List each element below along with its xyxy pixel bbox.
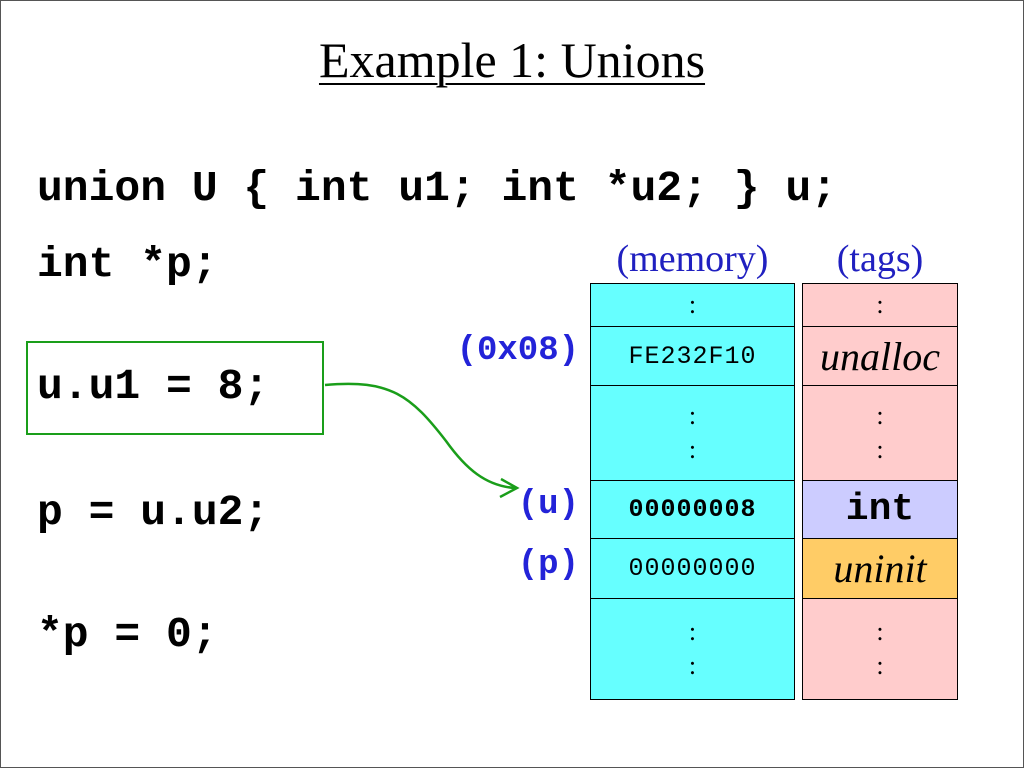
tag-cell-0x08: unalloc — [802, 326, 958, 386]
ellipsis-dots: : — [688, 651, 697, 680]
code-line-deref-write: *p = 0; — [37, 610, 218, 659]
code-line-union-decl: union U { int u1; int *u2; } u; — [37, 164, 837, 213]
ellipsis-dots: : — [688, 290, 697, 319]
memory-value: FE232F10 — [628, 341, 757, 371]
memory-cell-u: 00000008 — [590, 480, 795, 539]
address-label-u: (u) — [517, 486, 579, 524]
tag-cell-p: uninit — [802, 538, 958, 599]
highlight-box — [26, 341, 324, 435]
memory-cell-gap-top: : — [590, 283, 795, 327]
tag-cell-gap-middle: : : — [802, 385, 958, 481]
ellipsis-dots: : — [688, 435, 697, 464]
memory-value: 00000008 — [628, 495, 757, 524]
tag-value: unalloc — [820, 333, 940, 379]
code-line-assign-p: p = u.u2; — [37, 488, 270, 537]
arrow-head — [499, 477, 520, 499]
slide-title: Example 1: Unions — [318, 32, 706, 88]
memory-column-header: (memory) — [616, 238, 769, 280]
tags-column-header: (tags) — [836, 238, 924, 280]
address-label-p: (p) — [517, 546, 579, 584]
code-line-assign-u1: u.u1 = 8; — [37, 362, 270, 411]
tag-cell-u: int — [802, 480, 958, 539]
ellipsis-dots: : — [876, 435, 884, 464]
address-label-0x08: (0x08) — [456, 332, 579, 370]
memory-cell-0x08: FE232F10 — [590, 326, 795, 386]
memory-cell-gap-middle: : : — [590, 385, 795, 481]
memory-value: 00000000 — [628, 554, 757, 583]
ellipsis-dots: : — [876, 617, 884, 646]
ellipsis-dots: : — [876, 401, 884, 430]
ellipsis-dots: : — [876, 290, 884, 319]
arrow-curve — [324, 382, 516, 490]
tag-value: int — [845, 488, 915, 531]
code-line-pointer-decl: int *p; — [37, 240, 218, 289]
tag-cell-gap-bottom: : : — [802, 598, 958, 700]
tag-cell-gap-top: : — [802, 283, 958, 327]
ellipsis-dots: : — [876, 651, 884, 680]
memory-cell-gap-bottom: : : — [590, 598, 795, 700]
ellipsis-dots: : — [688, 401, 697, 430]
ellipsis-dots: : — [688, 617, 697, 646]
memory-cell-p: 00000000 — [590, 538, 795, 599]
tag-value: uninit — [833, 546, 927, 591]
